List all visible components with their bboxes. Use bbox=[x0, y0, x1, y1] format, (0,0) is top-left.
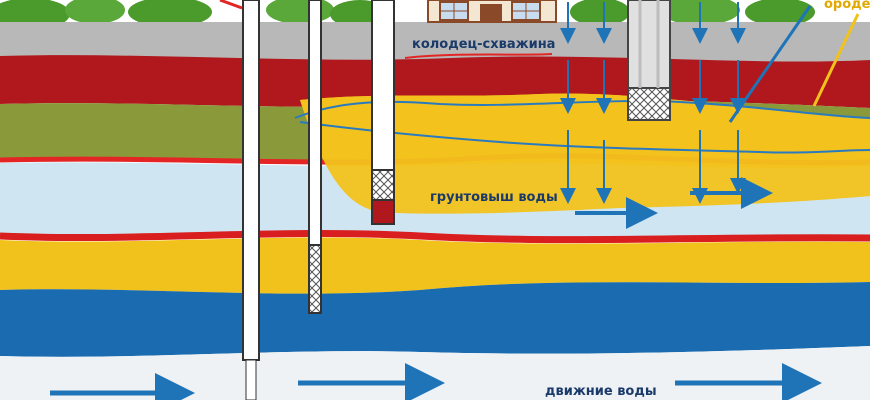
pointer-red bbox=[219, 0, 243, 10]
deep-well bbox=[242, 0, 260, 400]
label-underline bbox=[404, 53, 553, 59]
dug-well bbox=[627, 0, 671, 121]
seepage-arrows bbox=[560, 2, 746, 204]
sand-layer bbox=[0, 237, 870, 294]
medium-well bbox=[308, 0, 322, 314]
groundwater-flow-arrows bbox=[575, 177, 773, 229]
water-movement-label: движние воды bbox=[545, 384, 657, 399]
aquifer-layer bbox=[0, 282, 870, 357]
shallow-well bbox=[371, 0, 395, 225]
water-movement-arrows bbox=[50, 363, 822, 400]
pointer-blue bbox=[728, 5, 812, 123]
red-boundary-2 bbox=[0, 229, 870, 244]
house-icon bbox=[427, 0, 557, 23]
pointer-yellow bbox=[812, 13, 860, 107]
corner-label: ороде bbox=[824, 0, 870, 12]
groundwater-label: грунтовыш воды bbox=[430, 190, 558, 205]
well-label: колодец-схважина bbox=[412, 37, 556, 52]
